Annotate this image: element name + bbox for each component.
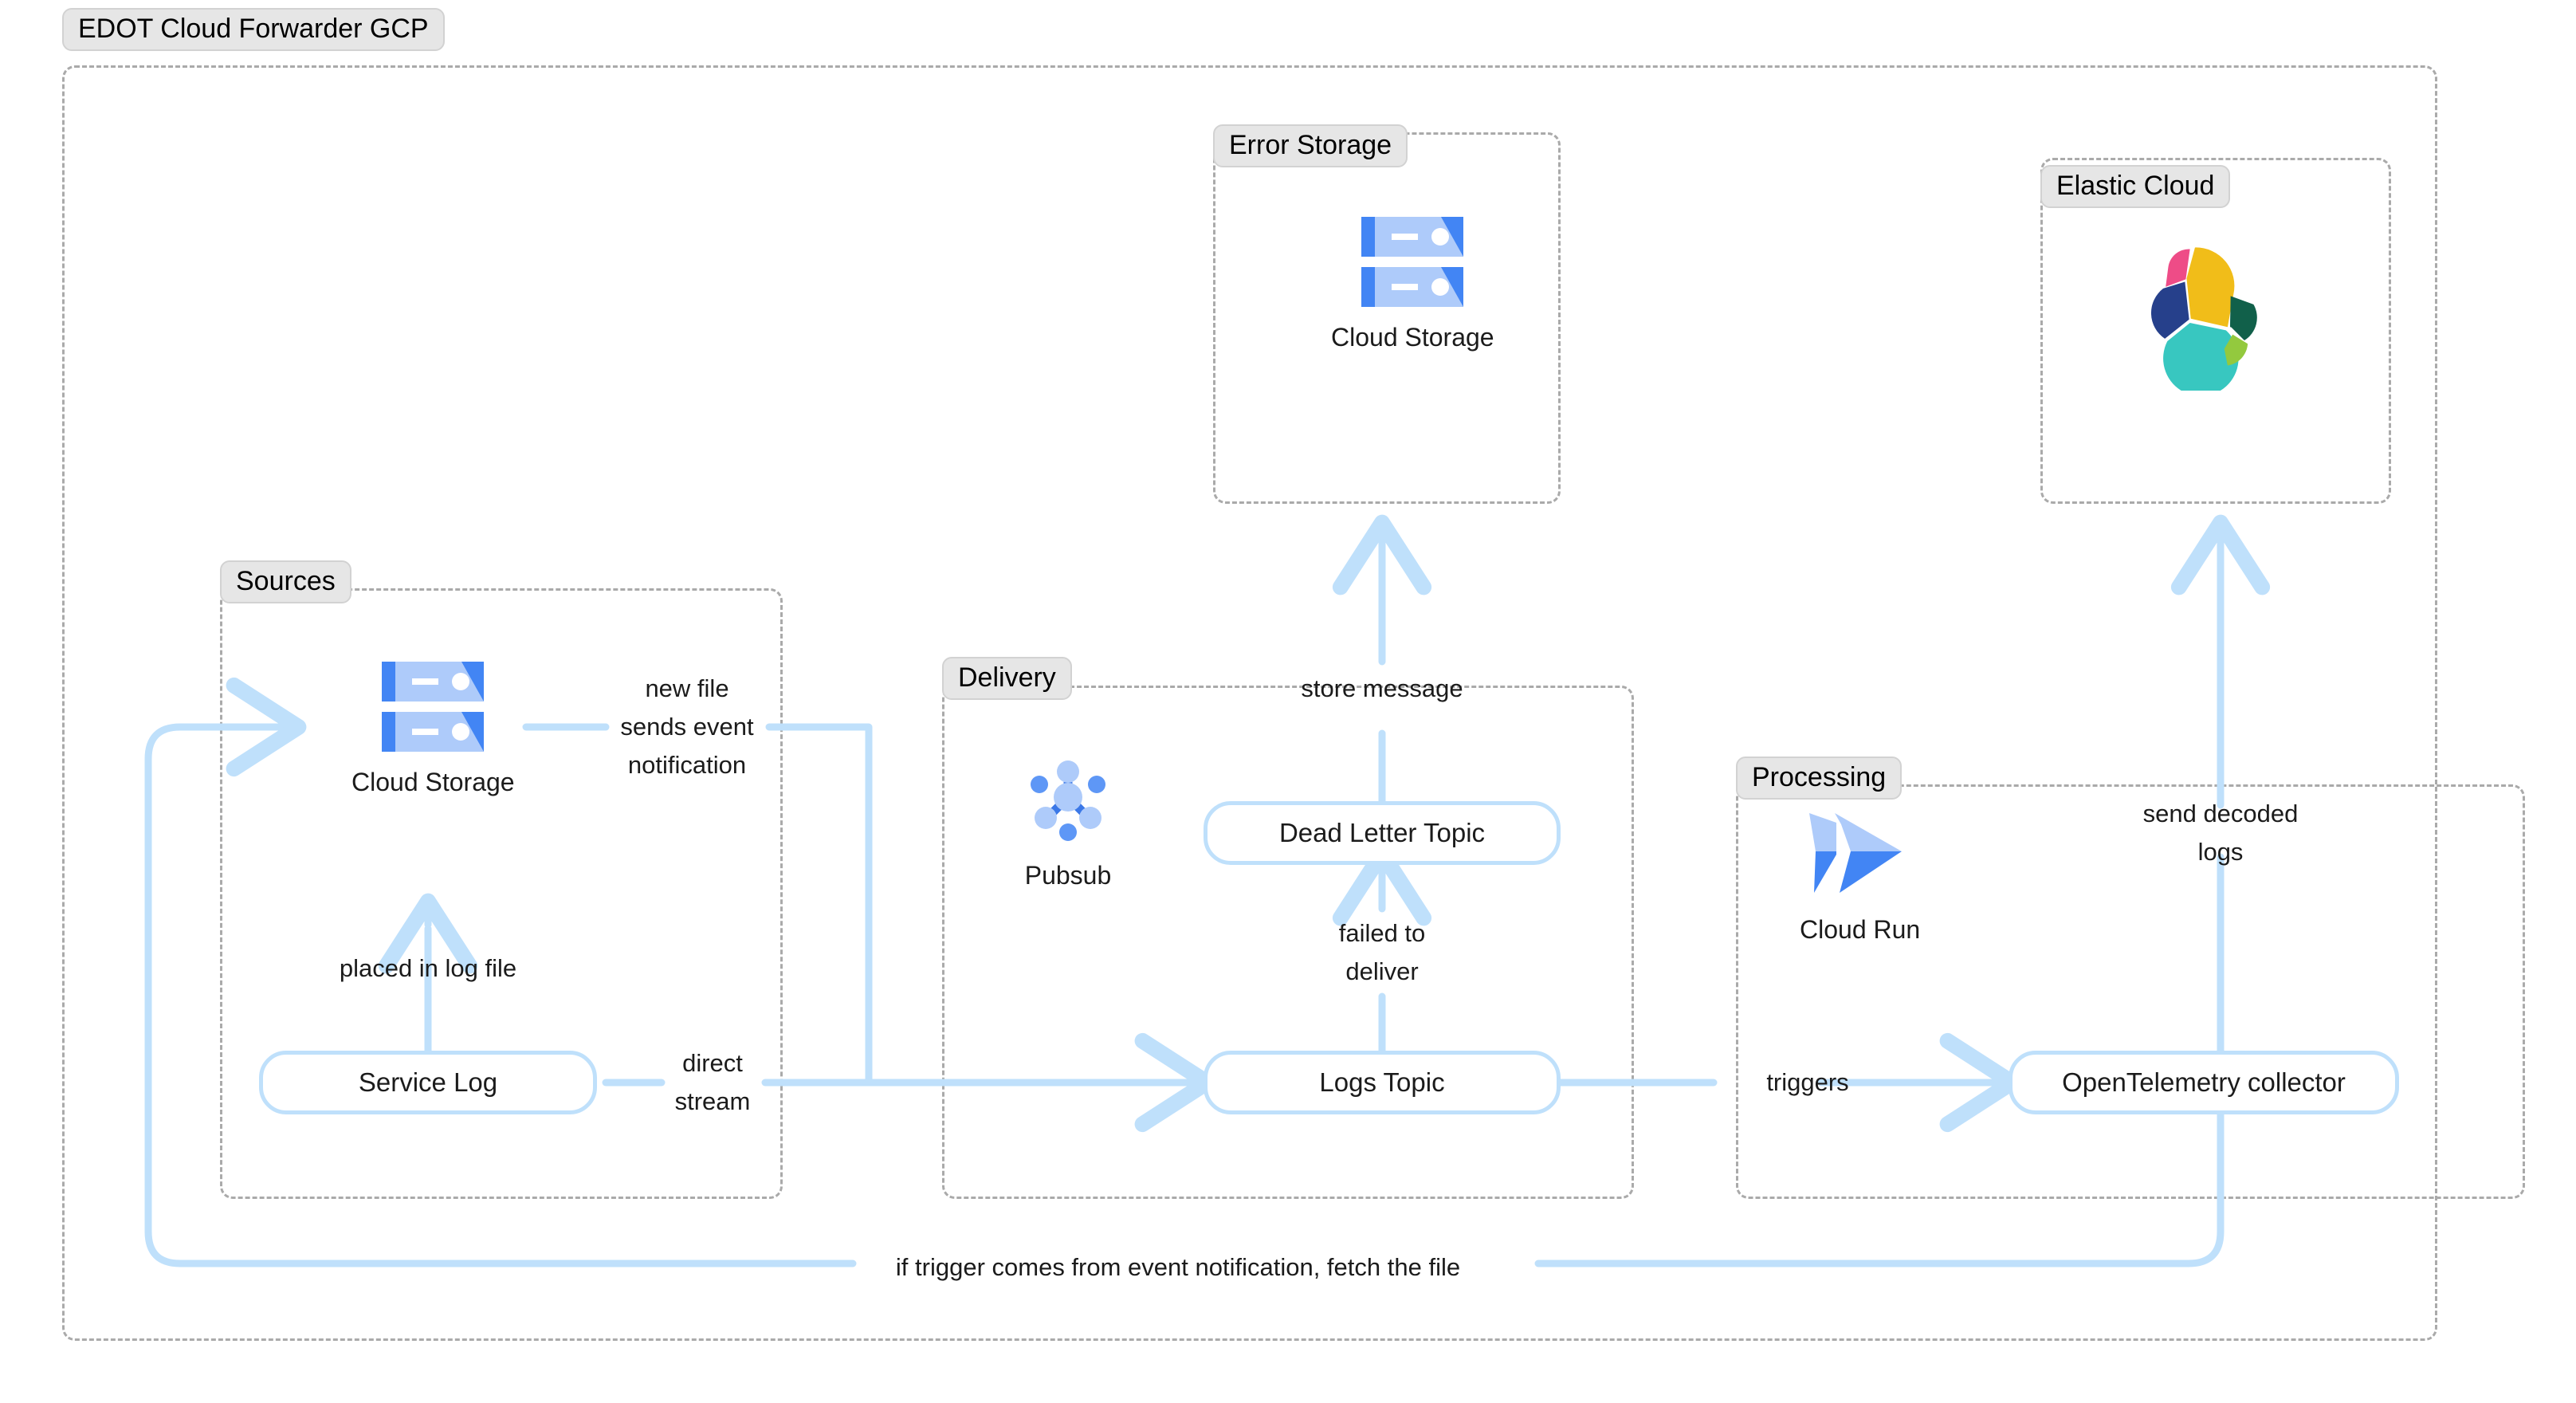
- error-cloud-storage: Cloud Storage: [1331, 217, 1494, 352]
- group-elastic-cloud: [2040, 158, 2391, 504]
- edge-label-triggers: triggers: [1766, 1067, 1849, 1096]
- error-cloud-storage-caption: Cloud Storage: [1331, 323, 1494, 352]
- node-logs-topic[interactable]: Logs Topic: [1204, 1051, 1561, 1114]
- cloud-run-caption: Cloud Run: [1800, 915, 1921, 944]
- sources-cloud-storage-caption: Cloud Storage: [351, 768, 515, 796]
- node-service-log-label: Service Log: [358, 1067, 498, 1097]
- node-otel-collector[interactable]: OpenTelemetry collector: [2009, 1051, 2399, 1114]
- edge-label-store-message: store message: [1301, 674, 1463, 702]
- node-logs-topic-label: Logs Topic: [1319, 1067, 1445, 1097]
- group-error-storage-label: Error Storage: [1213, 124, 1408, 167]
- elastic-logo-icon: [2150, 247, 2257, 391]
- edge-label-direct-stream: direct stream: [674, 1048, 751, 1115]
- group-delivery-label: Delivery: [942, 657, 1072, 700]
- pubsub-block: Pubsub: [1020, 749, 1116, 890]
- cloud-storage-icon: [1361, 217, 1464, 307]
- edge-label-fetch-the-file: if trigger comes from event notification…: [895, 1252, 1461, 1281]
- edge-label-new-file-event: new file sends event notification: [620, 674, 754, 780]
- node-otel-collector-label: OpenTelemetry collector: [2062, 1067, 2346, 1097]
- node-dead-letter-topic[interactable]: Dead Letter Topic: [1204, 801, 1561, 865]
- edge-label-failed-to-deliver: failed to deliver: [1338, 918, 1426, 985]
- elastic-block: [2112, 223, 2280, 407]
- group-processing-label: Processing: [1736, 757, 1903, 800]
- group-elastic-cloud-label: Elastic Cloud: [2040, 165, 2231, 208]
- node-dead-letter-topic-label: Dead Letter Topic: [1278, 818, 1486, 847]
- sources-cloud-storage: Cloud Storage: [351, 662, 515, 797]
- edge-label-send-decoded-logs: send decoded logs: [2142, 799, 2299, 866]
- cloud-run-block: Cloud Run: [1800, 804, 1920, 945]
- pubsub-icon: [1031, 760, 1105, 841]
- group-delivery: [942, 686, 1634, 1199]
- pubsub-caption: Pubsub: [1024, 861, 1112, 890]
- group-sources-label: Sources: [220, 560, 351, 603]
- diagram-title-badge: EDOT Cloud Forwarder GCP: [62, 8, 445, 51]
- node-service-log[interactable]: Service Log: [259, 1051, 597, 1114]
- outer-boundary: [62, 65, 2437, 1341]
- edge-label-placed-in-log-file: placed in log file: [339, 953, 517, 982]
- cloud-run-icon: [1808, 813, 1902, 893]
- cloud-storage-icon: [382, 662, 485, 752]
